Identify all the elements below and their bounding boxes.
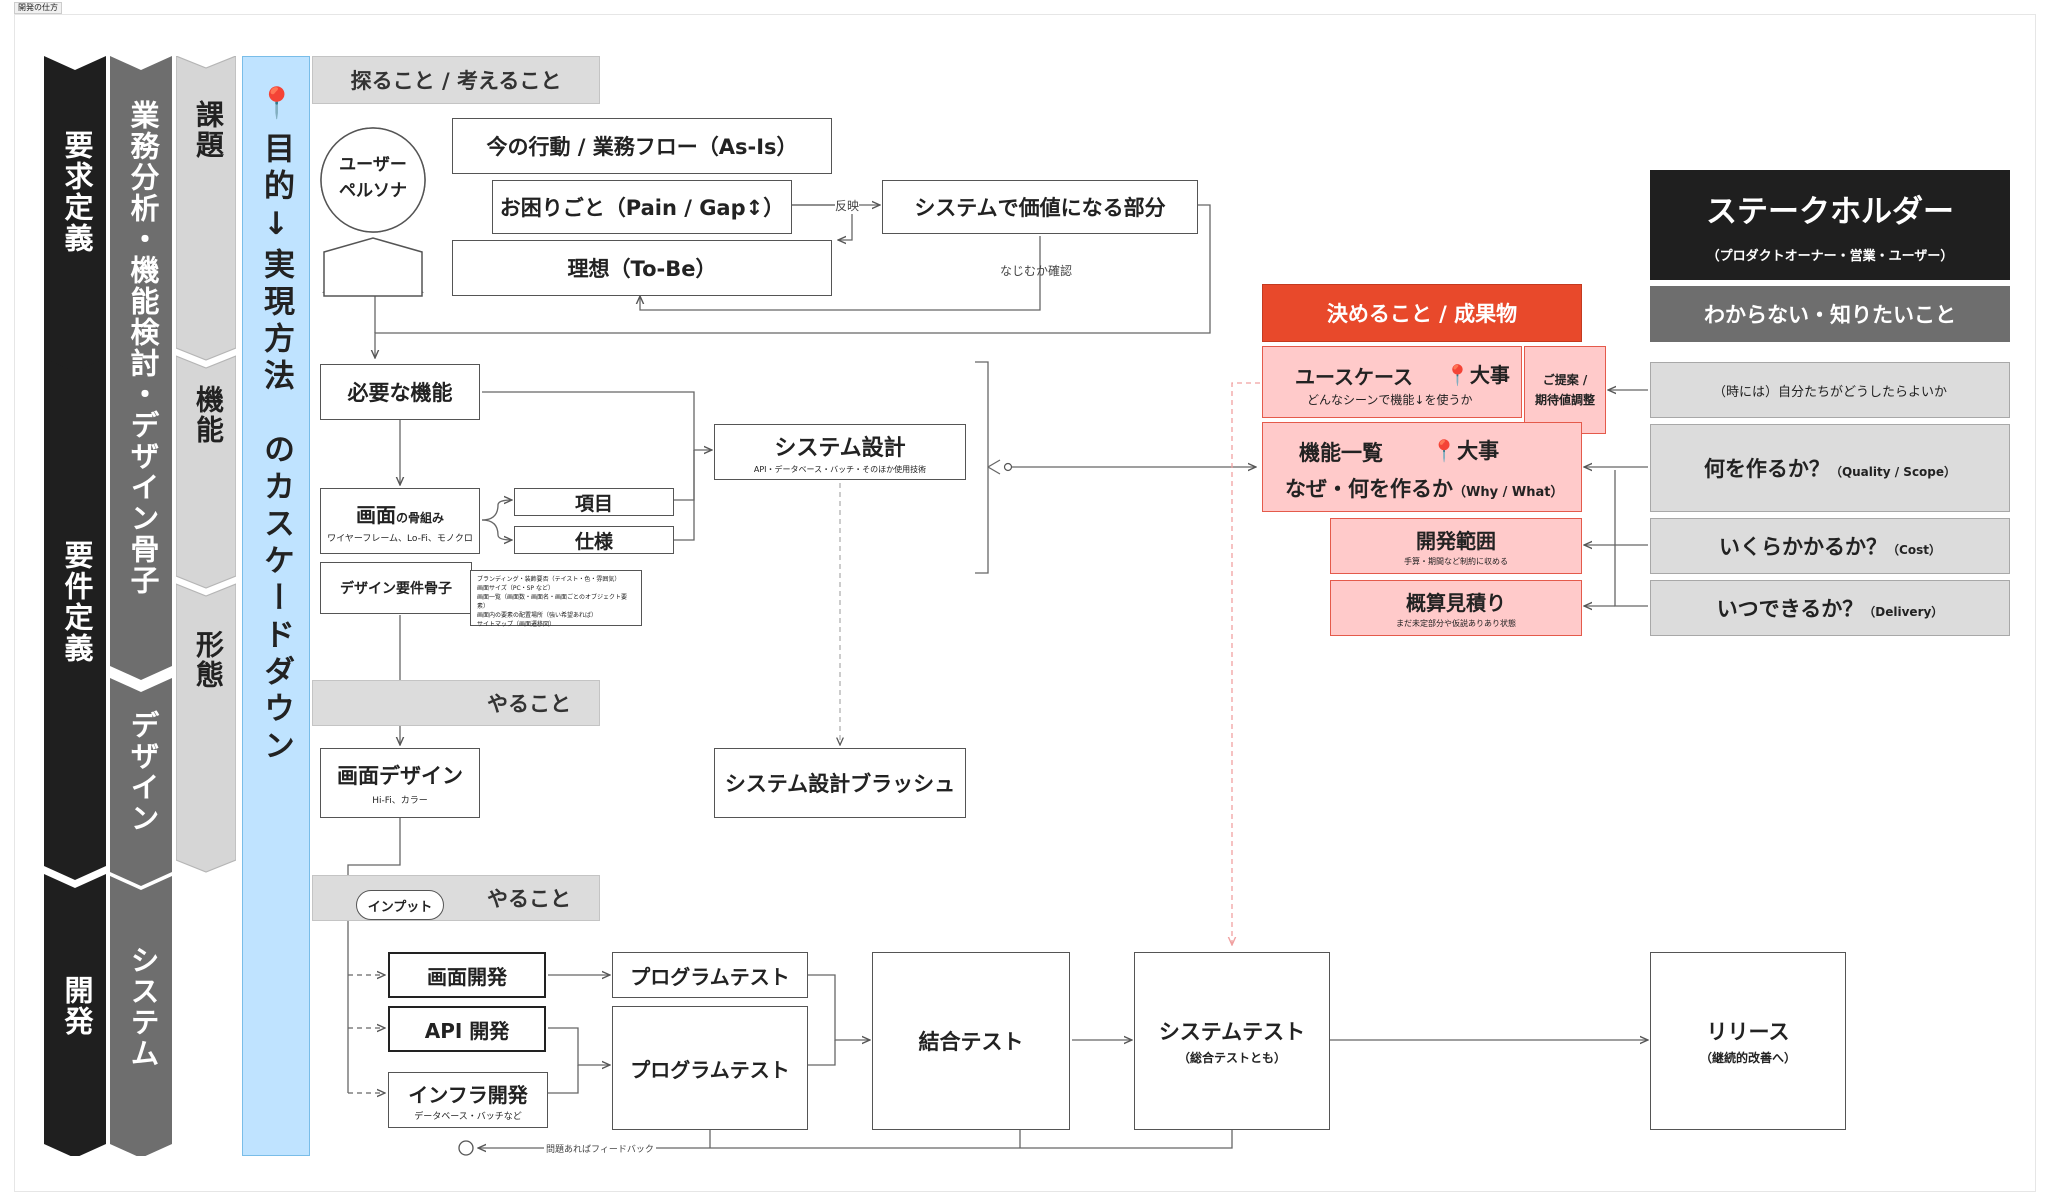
screen-dev-box: 画面開発 <box>388 952 546 998</box>
usecase-title: ユースケース <box>1295 365 1413 389</box>
question-delivery-small: （Delivery） <box>1863 604 1944 619</box>
estimate-box: 概算見積り まだ未定部分や仮説ありあり状態 <box>1330 580 1582 636</box>
proposal-box: ご提案 / 期待値調整 <box>1524 346 1606 434</box>
system-test-box: システムテスト （総合テストとも） <box>1134 952 1330 1130</box>
unknown-header: わからない・知りたいこと <box>1650 286 2010 342</box>
infra-dev-box: インフラ開発 データベース・バッチなど <box>388 1072 548 1128</box>
estimate-title: 概算見積り <box>1406 591 1506 615</box>
design-req-notes: ブランディング・装飾要否（テイスト・色・雰囲気） 画面サイズ（PC・SP など）… <box>470 570 642 628</box>
estimate-sub: まだ未定部分や仮説ありあり状態 <box>1396 619 1516 628</box>
item-box: 項目 <box>514 488 674 516</box>
aspect-issue: 課題 <box>192 100 225 160</box>
req-note: 画面内の要素の配置場所（強い希望あれば） <box>477 612 598 619</box>
activity-design: デザイン <box>126 710 160 834</box>
release-sub: （継続的改善へ） <box>1699 1051 1796 1065</box>
api-dev-box: API 開発 <box>388 1006 546 1052</box>
aspect-function: 機能 <box>192 385 225 445</box>
release-box: リリース （継続的改善へ） <box>1650 952 1846 1130</box>
persona-icon <box>320 127 426 297</box>
header-explore: 探ること / 考えること <box>312 56 600 104</box>
req-note: 画面一覧（画面数・画面名・画面ごとのオブジェクト要素） <box>477 594 627 610</box>
wireframe-title: 画面 <box>355 502 396 527</box>
usecase-sub: どんなシーンで機能↓を使うか <box>1307 393 1473 407</box>
phase-specification: 要件定義 <box>60 540 94 664</box>
stakeholder-title: ステークホルダー <box>1706 194 1954 230</box>
question-delivery-title: いつできるか？ <box>1716 597 1864 621</box>
wireframe-title-small: の骨組み <box>395 510 444 525</box>
usecase-important: 📍大事 <box>1445 363 1510 387</box>
feature-list-line2-small: （Why / What） <box>1453 485 1564 500</box>
infra-dev-sub: データベース・バッチなど <box>414 1111 522 1122</box>
scope-sub: 手算・期間など制約に収める <box>1404 557 1508 566</box>
phase-chevrons <box>44 56 106 1156</box>
required-features-box: 必要な機能 <box>320 364 480 420</box>
cascade-text: 目的↓実現方法 のカスケードダウン <box>258 132 294 766</box>
program-test-2-box: プログラムテスト <box>612 1006 808 1130</box>
confirm-label: なじむか確認 <box>1000 264 1073 278</box>
phase-development: 開発 <box>60 975 94 1037</box>
system-test-title: システムテスト <box>1158 1020 1306 1044</box>
system-test-sub: （総合テストとも） <box>1177 1051 1286 1065</box>
value-box: システムで価値になる部分 <box>882 180 1198 234</box>
screen-design-sub: Hi-Fi、カラー <box>372 796 428 806</box>
spec-box: 仕様 <box>514 526 674 554</box>
system-design-title: システム設計 <box>774 435 906 461</box>
req-note: ブランディング・装飾要否（テイスト・色・雰囲気） <box>477 576 621 583</box>
screen-design-box: 画面デザイン Hi-Fi、カラー <box>320 748 480 818</box>
aspect-chevrons <box>176 56 236 873</box>
canvas-frame <box>14 14 2036 1192</box>
feedback-label: 問題あればフィードバック <box>544 1142 656 1155</box>
activity-analysis: 業務分析・機能検討・デザイン骨子 <box>126 100 160 596</box>
req-note: 画面サイズ（PC・SP など） <box>477 585 554 592</box>
header-todo-dev: やること <box>312 875 600 921</box>
usecase-box: ユースケース 📍大事 どんなシーンで機能↓を使うか <box>1262 346 1522 418</box>
as-is-box: 今の行動 / 業務フロー（As-Is） <box>452 118 832 174</box>
feature-list-line2: なぜ・何を作るか <box>1285 477 1453 501</box>
stakeholder-subtitle: （プロダクトオーナー・営業・ユーザー） <box>1706 249 1954 264</box>
question-delivery: いつできるか？（Delivery） <box>1650 580 2010 636</box>
system-brush-box: システム設計ブラッシュ <box>714 748 966 818</box>
infra-dev-title: インフラ開発 <box>408 1082 528 1107</box>
release-title: リリース <box>1706 1020 1790 1044</box>
pain-box: お困りごと（Pain / Gap↕） <box>492 180 792 234</box>
aspect-form: 形態 <box>192 630 225 690</box>
phase-requirements: 要求定義 <box>60 130 94 254</box>
design-req-box: デザイン要件骨子 <box>320 562 472 614</box>
frame-title: 開発の仕方 <box>14 2 62 14</box>
integration-test-box: 結合テスト <box>872 952 1070 1130</box>
deliverables-header: 決めること / 成果物 <box>1262 284 1582 342</box>
scope-title: 開発範囲 <box>1416 529 1496 553</box>
question-what-small: （Quality / Scope） <box>1829 464 1957 479</box>
screen-design-title: 画面デザイン <box>337 764 463 788</box>
input-pill: インプット <box>356 890 444 920</box>
wireframe-sub: ワイヤーフレーム、Lo-Fi、モノクロ <box>327 533 473 544</box>
persona-label: ユーザー ペルソナ <box>339 155 407 201</box>
stakeholder-box: ステークホルダー （プロダクトオーナー・営業・ユーザー） <box>1650 170 2010 280</box>
system-design-sub: API・データベース・バッチ・そのほか使用技術 <box>753 464 927 474</box>
header-todo-design: やること <box>312 680 600 726</box>
question-how: （時には）自分たちがどうしたらよいか <box>1650 362 2010 418</box>
scope-box: 開発範囲 手算・期間など制約に収める <box>1330 518 1582 574</box>
question-cost: いくらかかるか？（Cost） <box>1650 518 2010 574</box>
question-cost-title: いくらかかるか？ <box>1719 535 1888 559</box>
feature-list-box: 機能一覧 📍大事 なぜ・何を作るか（Why / What） <box>1262 422 1582 512</box>
feature-list-important: 📍大事 <box>1431 439 1500 463</box>
activity-chevrons <box>110 56 172 1156</box>
reflect-label: 反映 <box>835 197 860 214</box>
program-test-1-box: プログラムテスト <box>612 952 808 998</box>
to-be-box: 理想（To-Be） <box>452 240 832 296</box>
question-what-title: 何を作るか？ <box>1703 457 1830 481</box>
question-cost-small: （Cost） <box>1887 542 1941 557</box>
question-what: 何を作るか？（Quality / Scope） <box>1650 424 2010 512</box>
wireframe-box: 画面の骨組み ワイヤーフレーム、Lo-Fi、モノクロ <box>320 488 480 554</box>
req-note: サイトマップ（画面遷移図） <box>477 621 556 628</box>
activity-system: システム <box>126 945 160 1069</box>
cascade-bar <box>242 56 310 1156</box>
feature-list-title: 機能一覧 <box>1299 441 1383 465</box>
pin-icon: 📍 <box>258 86 296 121</box>
system-design-box: システム設計 API・データベース・バッチ・そのほか使用技術 <box>714 424 966 480</box>
